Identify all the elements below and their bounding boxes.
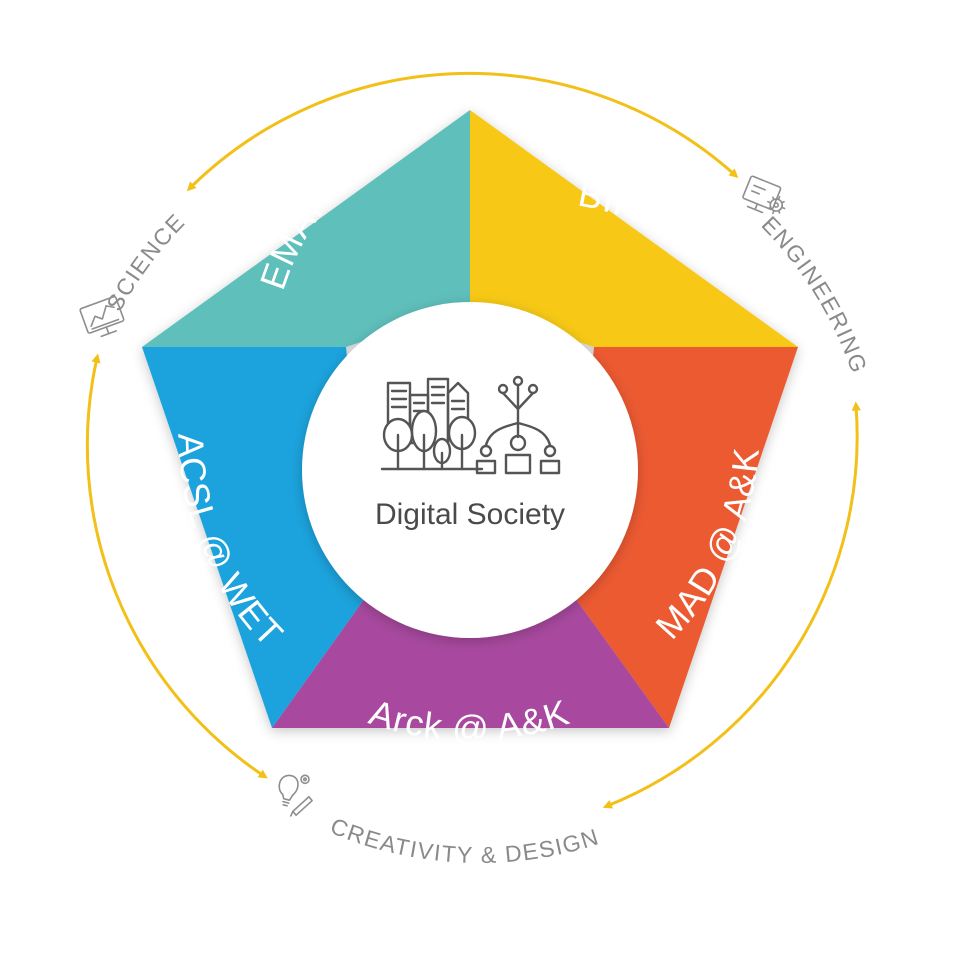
discipline-label-creativity: CREATIVITY & DESIGN <box>327 813 603 869</box>
discipline-label-text: SCIENCE <box>101 208 189 315</box>
arrow-creativity-science <box>85 353 268 779</box>
gear-monitor-icon <box>742 175 786 215</box>
lightbulb-pencil-icon <box>278 774 313 817</box>
discipline-label-text: CREATIVITY & DESIGN <box>327 813 601 869</box>
arrow-science-engineering <box>186 71 739 192</box>
discipline-label-science: SCIENCE <box>101 208 190 315</box>
center-title: Digital Society <box>375 498 565 531</box>
monitor-chart-icon <box>79 295 125 338</box>
city-network-icon <box>380 375 561 475</box>
cycle-arrows <box>85 71 861 809</box>
arrow-engineering-creativity <box>602 401 861 809</box>
segment-binf[interactable] <box>470 110 798 347</box>
segment-emap[interactable] <box>142 110 470 347</box>
segment-arck[interactable] <box>272 591 669 728</box>
